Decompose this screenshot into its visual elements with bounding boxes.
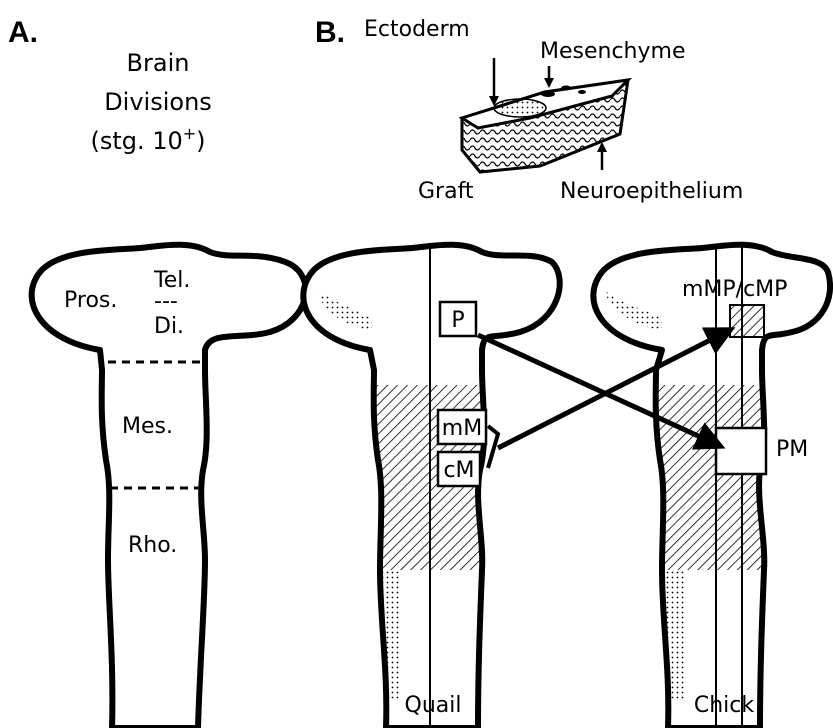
panel-a-title-line-1: Brain bbox=[127, 49, 190, 77]
label-chick: Chick bbox=[694, 693, 755, 718]
region-separator: --- bbox=[154, 289, 178, 314]
chick-label-mmp-cmp: mMP/cMP bbox=[682, 277, 787, 302]
quail-brain bbox=[303, 245, 559, 728]
region-pros: Pros. bbox=[64, 288, 117, 313]
quail-label-mm: mM bbox=[442, 416, 482, 441]
chick-label-pm: PM bbox=[776, 437, 808, 462]
label-neuroepithelium: Neuroepithelium bbox=[560, 179, 743, 204]
panel-a-title-line-3: (stg. 10+) bbox=[90, 124, 205, 155]
panel-a-title-line-2: Divisions bbox=[104, 88, 212, 116]
label-ectoderm: Ectoderm bbox=[364, 17, 470, 42]
panel-b-letter: B. bbox=[315, 16, 345, 49]
region-mes: Mes. bbox=[122, 414, 173, 439]
label-graft: Graft bbox=[418, 179, 474, 204]
quail-label-cm: cM bbox=[443, 458, 474, 483]
chick-brain bbox=[593, 245, 830, 728]
label-mesenchyme: Mesenchyme bbox=[540, 39, 685, 64]
quail-label-p: P bbox=[451, 308, 464, 333]
panel-a-letter: A. bbox=[8, 16, 38, 49]
arrow-bracket-mm-cm bbox=[488, 426, 498, 468]
label-quail: Quail bbox=[405, 693, 462, 718]
region-di: Di. bbox=[154, 314, 184, 339]
region-rho: Rho. bbox=[128, 533, 177, 558]
